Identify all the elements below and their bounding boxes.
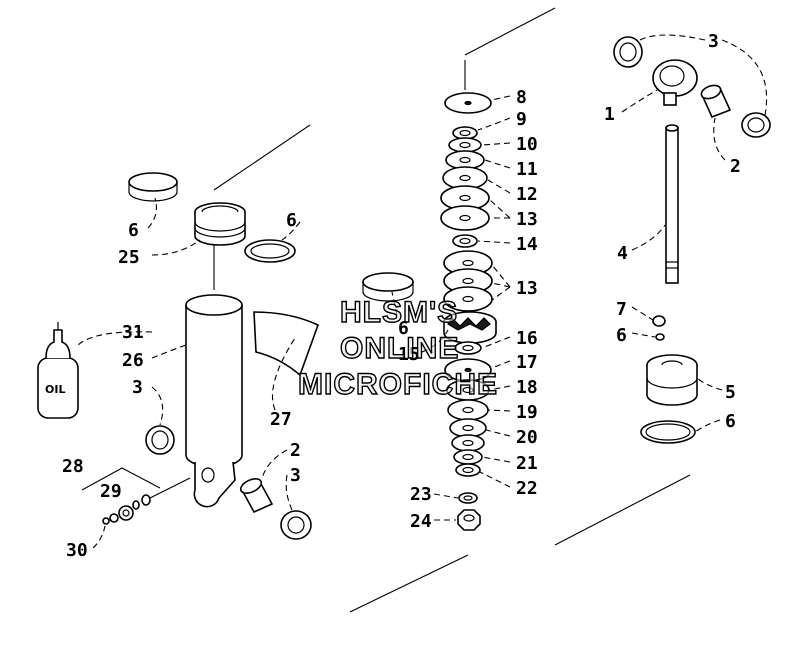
callout-7: 7 [616,299,627,320]
sleeve-part [700,84,732,119]
callout-10: 10 [516,134,538,155]
bearing-cap-part [194,202,246,246]
oil-bottle-part: OIL [37,322,79,419]
callout-24: 24 [410,511,432,532]
shaft-group [613,36,771,444]
callout-3: 3 [708,31,719,52]
callout-23: 23 [410,484,432,505]
piston-rod-part [665,124,679,284]
callout-29: 29 [100,481,122,502]
callout-28: 28 [62,456,84,477]
valve-core-part [102,477,191,525]
shaft-eye-part [652,59,698,106]
piston-band-part [362,272,414,302]
nut-part [457,509,481,531]
callout-labels: 6 25 6 31 26 3 27 2 3 28 29 30 8 9 10 11… [62,31,741,561]
shim-washer [454,341,482,355]
callout-12: 12 [516,184,538,205]
snap-ring-part [128,172,178,202]
assembly-axis-line [213,124,311,191]
shim-washer [440,205,490,231]
assembly-axis-line [554,474,691,546]
shock-body-group: OIL [37,124,320,540]
shim-washer [443,286,493,312]
callout-14: 14 [516,234,538,255]
callout-30: 30 [66,540,88,561]
assembly-axis-line [349,554,469,613]
callout-21: 21 [516,453,538,474]
callout-6: 6 [128,220,139,241]
callout-2: 2 [730,156,741,177]
shim-washer [455,463,481,477]
callout-5: 5 [725,382,736,403]
decal-part [253,311,320,377]
callout-6: 6 [398,318,409,339]
valve-stack-group [349,7,691,613]
callout-27: 27 [270,409,292,430]
callout-3: 3 [132,377,143,398]
callout-16: 16 [516,328,538,349]
shim-washer [444,358,492,382]
o-ring-part [640,420,696,444]
shim-washer [448,137,482,153]
callout-15: 15 [398,344,420,365]
bushing-part [145,425,175,455]
callout-26: 26 [122,350,144,371]
callout-13: 13 [516,209,538,230]
callout-1: 1 [604,104,615,125]
callout-bracket [81,467,161,491]
watermark-line-1: HLSM'S [340,296,458,329]
callout-11: 11 [516,159,538,180]
callout-9: 9 [516,109,527,130]
shim-washer [444,92,492,114]
callout-25: 25 [118,247,140,268]
shim-washer [453,449,483,465]
callout-18: 18 [516,377,538,398]
watermark-line-2: ONLINE [340,332,459,365]
seal-head-part [646,354,698,406]
callout-2: 2 [290,440,301,461]
shim-washer [447,399,489,421]
shim-washer [451,434,485,452]
o-ring-part [244,239,296,263]
watermark: HLSM'S ONLINE MICROFICHE [297,295,498,401]
callout-8: 8 [516,87,527,108]
bushing-part [280,510,312,540]
callout-6: 6 [286,210,297,231]
callout-4: 4 [617,243,628,264]
shim-washer [443,268,493,294]
assembly-axis-line [464,7,556,56]
callout-6: 6 [725,411,736,432]
watermark-line-3: MICROFICHE [298,368,498,401]
shim-washer [452,234,478,248]
callout-13: 13 [516,278,538,299]
shock-body-part [185,294,243,508]
callout-22: 22 [516,478,538,499]
callout-6: 6 [616,325,627,346]
callout-19: 19 [516,402,538,423]
lock-washer-part [458,492,478,504]
callout-31: 31 [122,322,144,343]
callout-3: 3 [290,465,301,486]
callout-17: 17 [516,352,538,373]
o-ring-part [655,333,665,341]
bushing-part [741,112,771,138]
sleeve-part [239,478,274,514]
leader-lines [77,34,768,549]
callout-20: 20 [516,427,538,448]
screw-part [652,315,666,327]
bottle-label: OIL [45,383,65,396]
bushing-part [613,36,643,68]
